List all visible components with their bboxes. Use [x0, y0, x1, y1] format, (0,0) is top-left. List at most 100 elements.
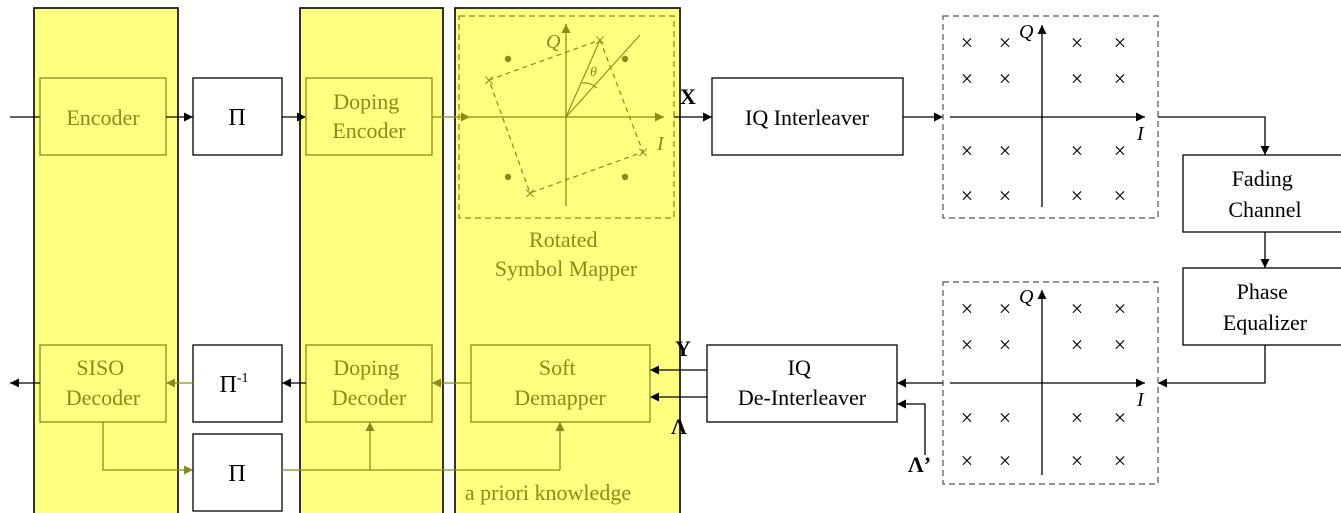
- constellation-point: ×: [1071, 30, 1083, 55]
- phase-equalizer-block: [1182, 267, 1341, 346]
- constellation-bottom-q-label: Q: [1019, 286, 1034, 308]
- iq-deinterleaver-block: [706, 344, 898, 423]
- constellation-point: ×: [1114, 183, 1126, 208]
- rotated-points: × × × ×: [483, 30, 648, 205]
- constellation-point: ×: [999, 66, 1011, 91]
- rotated-mapper-line1: Rotated: [529, 227, 597, 252]
- constellation-point: ×: [961, 405, 973, 430]
- siso-decoder-label: SISO Decoder: [66, 355, 141, 410]
- constellation-point: ×: [1071, 183, 1083, 208]
- constellation-point: ×: [1114, 448, 1126, 473]
- constellation-point: ×: [999, 405, 1011, 430]
- arrow-equalizer-to-constellation: [1158, 345, 1266, 388]
- iq-deinterleaver-line1: IQ: [788, 355, 811, 380]
- rotated-constellation: [470, 24, 664, 206]
- highlight-column-encoder: [33, 7, 179, 513]
- encoder-label: Encoder: [66, 105, 140, 130]
- soft-demapper-label: Soft Demapper: [514, 355, 606, 410]
- signal-lambda-label: Λ: [671, 414, 687, 439]
- deinterleaver-superscript: -1: [237, 371, 249, 386]
- constellation-bottom-points: × × × × × × × × × × × × × × × ×: [961, 296, 1126, 473]
- doping-decoder-line1: Doping: [333, 355, 399, 380]
- mapper-q-label: Q: [546, 31, 561, 53]
- lambda-prime-input: [897, 399, 926, 455]
- constellation-top-points: × × × × × × × × × × × × × × × ×: [961, 30, 1126, 208]
- theta-arc: [581, 82, 598, 89]
- constellation-point: ×: [1071, 138, 1083, 163]
- doping-encoder-line2: Encoder: [332, 118, 406, 143]
- fading-channel-line2: Channel: [1228, 197, 1301, 222]
- doping-decoder-line2: Decoder: [332, 385, 407, 410]
- rotated-point: ×: [483, 70, 494, 92]
- constellation-top-q-label: Q: [1019, 21, 1034, 43]
- siso-decoder-line1: SISO: [76, 355, 124, 380]
- signal-lambda-prime-label: Λ’: [908, 452, 931, 477]
- constellation-point: ×: [961, 30, 973, 55]
- constellation-bottom-i-label: I: [1136, 389, 1145, 411]
- constellation-point: ×: [1071, 296, 1083, 321]
- arrow-to-fading-channel: [1158, 116, 1270, 155]
- constellation-point: ×: [999, 448, 1011, 473]
- siso-decoder-line2: Decoder: [66, 385, 141, 410]
- constellation-point: ×: [999, 183, 1011, 208]
- fading-channel-label: Fading Channel: [1228, 166, 1301, 222]
- original-point: [621, 55, 629, 63]
- rotated-point: ×: [524, 183, 535, 205]
- interleaver-top-label: Π: [228, 105, 245, 131]
- rotated-point: ×: [637, 142, 648, 164]
- phase-equalizer-line1: Phase: [1237, 279, 1288, 304]
- rotation-line-2: [565, 39, 601, 118]
- highlight-column-doping: [299, 7, 444, 513]
- constellation-point: ×: [961, 183, 973, 208]
- highlight-column-mapper: [454, 7, 681, 513]
- constellation-point: ×: [1114, 332, 1126, 357]
- constellation-point: ×: [1114, 405, 1126, 430]
- rotated-square: [488, 39, 644, 194]
- constellation-top-i-label: I: [1136, 123, 1145, 145]
- constellation-point: ×: [961, 138, 973, 163]
- doping-decoder-label: Doping Decoder: [332, 355, 407, 410]
- interleaver-bottom-label: Π: [228, 461, 245, 487]
- phase-equalizer-label: Phase Equalizer: [1223, 279, 1308, 335]
- signal-y-label: Y: [675, 336, 691, 361]
- deinterleaver-base: Π: [219, 372, 236, 398]
- constellation-point: ×: [961, 296, 973, 321]
- rotated-mapper-label: Rotated Symbol Mapper: [495, 227, 638, 281]
- interleaver-bottom-block: [192, 433, 283, 512]
- apriori-knowledge-label: a priori knowledge: [465, 480, 631, 505]
- soft-demapper-line2: Demapper: [514, 385, 606, 410]
- fading-channel-line1: Fading: [1232, 166, 1293, 191]
- doping-encoder-line1: Doping: [333, 89, 399, 114]
- rotated-mapper-line2: Symbol Mapper: [495, 256, 638, 281]
- deinterleaver-label: Π-1: [219, 371, 248, 398]
- doping-encoder-label: Doping Encoder: [332, 89, 406, 143]
- constellation-point: ×: [961, 332, 973, 357]
- constellation-point: ×: [1114, 30, 1126, 55]
- constellation-point: ×: [1114, 66, 1126, 91]
- constellation-point: ×: [961, 448, 973, 473]
- deinterleaver-block: [192, 344, 283, 423]
- constellation-point: ×: [999, 30, 1011, 55]
- constellation-point: ×: [1071, 66, 1083, 91]
- original-point: [504, 55, 512, 63]
- soft-demapper-line1: Soft: [539, 355, 576, 380]
- constellation-point: ×: [1114, 138, 1126, 163]
- constellation-point: ×: [1071, 332, 1083, 357]
- mapper-i-label: I: [656, 133, 665, 155]
- original-point: [504, 173, 512, 181]
- constellation-point: ×: [1071, 405, 1083, 430]
- signal-x-label: X: [680, 84, 696, 109]
- iq-deinterleaver-label: IQ De-Interleaver: [738, 355, 867, 410]
- iq-interleaver-label: IQ Interleaver: [745, 105, 870, 130]
- feedback-siso-to-interleaver: [102, 422, 193, 475]
- original-point: [621, 173, 629, 181]
- constellation-point: ×: [961, 66, 973, 91]
- iq-deinterleaver-line2: De-Interleaver: [738, 385, 867, 410]
- constellation-point: ×: [999, 332, 1011, 357]
- phase-equalizer-line2: Equalizer: [1223, 310, 1308, 335]
- theta-label: θ: [590, 65, 597, 80]
- constellation-point: ×: [999, 138, 1011, 163]
- rotation-line: [565, 34, 641, 118]
